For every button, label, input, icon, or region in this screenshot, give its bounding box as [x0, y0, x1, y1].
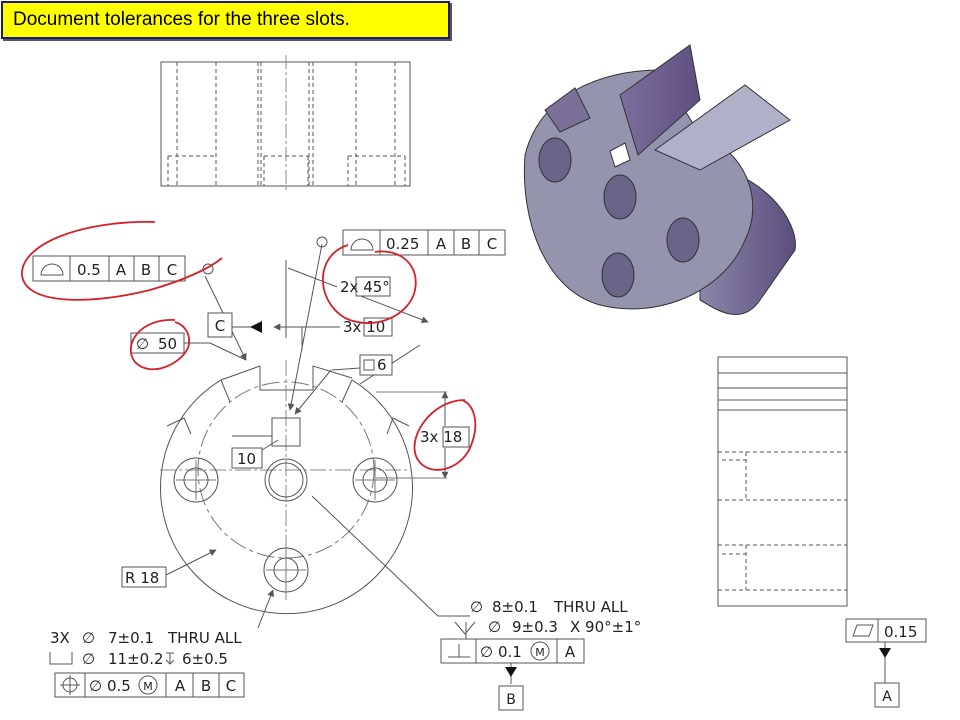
markup-ellipse-profile — [21, 221, 223, 301]
center-fcf-diameter: ∅ — [480, 643, 493, 661]
center-fcf-ref-a: A — [565, 643, 576, 661]
bolt-fcf-diameter: ∅ — [89, 677, 102, 695]
bolt-fcf-ref-b: B — [201, 677, 211, 695]
front-outline-arc — [160, 379, 413, 615]
bolt-fcf-value: 0.5 — [107, 677, 131, 695]
profile-top-ref-b: B — [461, 235, 471, 253]
title-banner: Document tolerances for the three slots. — [1, 1, 450, 39]
profile-left-ref-a: A — [116, 261, 127, 279]
bolt-mmc-label: M — [143, 680, 153, 693]
countersink-diameter: 9±0.3 — [512, 618, 558, 636]
datum-a-label: A — [882, 689, 892, 705]
square-6-label: 6 — [377, 356, 387, 374]
bolt-fcf-ref-a: A — [175, 677, 186, 695]
side-view-hidden-lines — [718, 451, 847, 591]
slot-top — [259, 365, 353, 391]
center-hole-outer — [264, 458, 308, 502]
side-view — [717, 356, 848, 607]
top-view — [160, 55, 411, 192]
profile-left-fcf: 0.5 A B C — [32, 255, 214, 282]
radius-label: R 18 — [125, 569, 159, 587]
datum-c-box — [207, 312, 233, 338]
flatness-value: 0.15 — [884, 623, 917, 641]
center-diameter-symbol-2: ∅ — [488, 618, 501, 636]
datum-b-box — [498, 685, 524, 711]
bolt-hole-count: 3X — [50, 629, 70, 647]
front-view — [160, 360, 413, 615]
side-view-outline — [717, 356, 848, 607]
mmc-label: M — [535, 646, 545, 659]
perpendicularity-icon — [448, 644, 470, 658]
bolt-mmc-icon — [138, 675, 158, 695]
center-diameter-symbol-1: ∅ — [470, 598, 483, 616]
model-slot-top — [619, 44, 701, 156]
slot-width-label: 3x 18 — [420, 428, 462, 446]
flatness-icon — [852, 624, 874, 637]
profile-icon — [40, 263, 64, 276]
diameter-symbol: ∅ — [136, 335, 149, 353]
markup-ellipse-chamfer — [322, 244, 417, 324]
datum-b-label: B — [506, 692, 516, 708]
hole-left-cbore — [173, 457, 219, 503]
slot-left — [166, 417, 192, 435]
hole-bottom-cbore — [263, 547, 309, 593]
profile-icon-top — [350, 238, 374, 251]
profile-left-ref-b: B — [141, 261, 151, 279]
center-hole-callout: ∅ 8±0.1 THRU ALL ∅ 9±0.3 X 90°±1° ∅ 0.1 … — [440, 598, 641, 711]
bolt-diameter-symbol-2: ∅ — [82, 650, 95, 668]
slot-right — [386, 417, 410, 435]
model-hole-bottom — [601, 252, 635, 298]
model-slot-right — [654, 84, 791, 171]
diameter-50-label: 50 — [158, 335, 177, 353]
flatness-callout: 0.15 A — [845, 618, 927, 708]
center-hole-inner — [268, 462, 304, 498]
chamfer-label: 2x 45° — [340, 278, 390, 296]
profile-top-fcf: 0.25 A B C — [316, 229, 506, 256]
offset-10-label: 10 — [237, 450, 256, 468]
center-hole-diameter: 8±0.1 — [492, 598, 538, 616]
top-view-hidden-lines — [167, 62, 406, 186]
counterbore-icon — [49, 652, 73, 665]
hole-right-cbore — [352, 457, 398, 503]
profile-top-value: 0.25 — [386, 235, 419, 253]
bolt-diameter-symbol-1: ∅ — [82, 629, 95, 647]
profile-top-ref-c: C — [487, 235, 497, 253]
datum-a-box — [874, 682, 900, 708]
bolt-fcf-ref-c: C — [226, 677, 236, 695]
model-hole-right — [666, 217, 700, 263]
markup-ellipse-diameter — [129, 319, 190, 371]
isometric-model — [523, 44, 796, 315]
profile-top-ref-a: A — [436, 235, 447, 253]
depth-icon — [165, 652, 175, 665]
model-hole-left — [538, 137, 572, 183]
counterbore-depth: 6±0.5 — [182, 650, 228, 668]
red-markup — [21, 221, 477, 471]
bolt-hole-thru: THRU ALL — [167, 629, 242, 647]
datum-c-label: C — [215, 317, 225, 335]
countersink-icon — [454, 621, 476, 635]
model-hole-center — [603, 174, 637, 220]
markup-ellipse-slot — [413, 399, 477, 471]
square-hole — [271, 417, 301, 447]
square-icon — [363, 359, 375, 371]
bolt-hole-callout: 3X ∅ 7±0.1 THRU ALL ∅ 11±0.2 6±0.5 ∅ 0.5… — [49, 629, 245, 698]
mmc-icon — [530, 641, 550, 661]
model-slot-left — [544, 87, 591, 133]
slide-title: Document tolerances for the three slots. — [13, 9, 350, 30]
bolt-hole-diameter: 7±0.1 — [108, 629, 154, 647]
center-hole-thru: THRU ALL — [553, 598, 628, 616]
center-fcf-value: 0.1 — [498, 643, 522, 661]
profile-left-ref-c: C — [167, 261, 177, 279]
model-square-hole — [609, 142, 631, 168]
countersink-angle: X 90°±1° — [570, 618, 641, 636]
counterbore-diameter: 11±0.2 — [108, 650, 164, 668]
profile-left-value: 0.5 — [77, 261, 101, 279]
